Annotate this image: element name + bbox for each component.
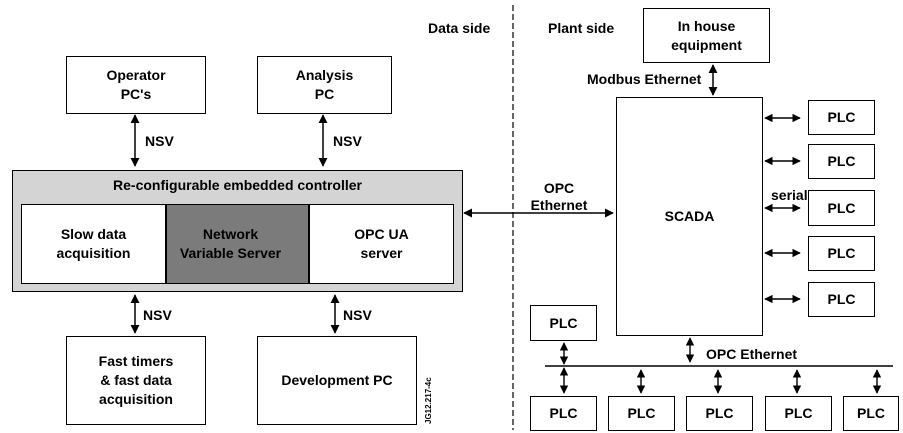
opcua-server-box: OPC UA server bbox=[309, 204, 454, 284]
opc-ethernet-bus-label: OPC Ethernet bbox=[706, 346, 798, 362]
serial-label: serial bbox=[771, 187, 808, 203]
plc-box-serial-5: PLC bbox=[808, 282, 875, 317]
data-side-header: Data side bbox=[428, 20, 491, 36]
slow-daq-box: Slow data acquisition bbox=[21, 204, 166, 284]
plc-box-bus-top: PLC bbox=[530, 305, 597, 341]
plc-box-bus-4: PLC bbox=[765, 396, 832, 431]
plc-box-serial-2: PLC bbox=[808, 144, 875, 179]
operator-pcs-box: Operator PC's bbox=[66, 56, 206, 114]
plc-box-serial-1: PLC bbox=[808, 100, 875, 135]
analysis-pc-box: Analysis PC bbox=[257, 56, 392, 114]
development-pc-box: Development PC bbox=[257, 336, 417, 425]
figure-id: JG12.217-4c bbox=[424, 377, 433, 424]
scada-box: SCADA bbox=[616, 97, 763, 336]
opc-ethernet-label: OPC Ethernet bbox=[530, 180, 588, 213]
nsv-label-dev: NSV bbox=[343, 307, 372, 323]
plc-box-bus-5: PLC bbox=[843, 396, 899, 431]
nsv-label-analysis: NSV bbox=[333, 133, 362, 149]
modbus-label: Modbus Ethernet bbox=[587, 71, 702, 87]
nvs-server-box: Network Variable Server bbox=[166, 204, 309, 284]
fast-timers-box: Fast timers & fast data acquisition bbox=[66, 336, 206, 425]
plc-box-bus-3: PLC bbox=[686, 396, 753, 431]
plant-side-header: Plant side bbox=[548, 20, 615, 36]
controller-title: Re-configurable embedded controller bbox=[113, 177, 362, 193]
plc-box-serial-4: PLC bbox=[808, 236, 875, 271]
plc-box-serial-3: PLC bbox=[808, 190, 875, 226]
nsv-label-operator: NSV bbox=[145, 133, 174, 149]
plc-box-bus-2: PLC bbox=[608, 396, 675, 431]
plc-box-bus-1: PLC bbox=[530, 396, 597, 431]
in-house-equipment-box: In house equipment bbox=[643, 8, 770, 63]
nsv-label-fast: NSV bbox=[143, 307, 172, 323]
